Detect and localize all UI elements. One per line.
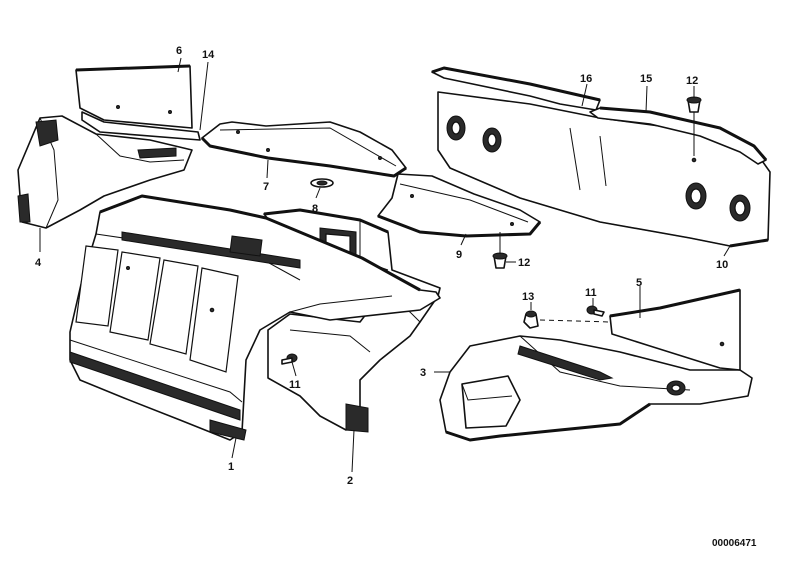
part-14-trim-strip [81,111,201,141]
part-1-folding-panel [69,194,441,441]
part-11-screw-right [586,305,605,317]
callout-9: 9 [456,249,462,261]
callout-15: 15 [640,73,652,85]
callout-8: 8 [312,203,318,215]
part-13-clip [523,310,611,329]
callout-11-left: 11 [289,379,301,391]
part-8-clip [310,178,334,188]
callout-4: 4 [35,257,42,269]
diagram-reference-number: 00006471 [712,538,757,549]
callout-3: 3 [420,367,426,379]
part-11-screw-left [281,353,298,365]
part-15-seal-strip [589,106,768,165]
callout-11-right: 11 [585,287,597,299]
part-5-trim-piece [609,288,741,371]
callout-16: 16 [580,73,592,85]
callout-12-lower: 12 [518,257,530,269]
callout-10: 10 [716,259,728,271]
callout-2: 2 [347,475,353,487]
callout-1: 1 [228,461,234,473]
part-9-floor-mat [377,173,542,238]
callout-12-top: 12 [686,75,698,87]
part-4-wheel-arch-trim [17,115,193,229]
part-12-clip-lower [492,232,508,269]
callout-5: 5 [636,277,642,289]
callout-labels: 6 14 4 7 8 9 12 10 16 15 12 5 11 13 3 1 … [35,45,728,487]
part-7-floor-mat [200,121,407,178]
callout-14: 14 [202,49,215,61]
callout-6: 6 [176,45,182,57]
callout-13: 13 [522,291,534,303]
part-3-wheel-arch-trim [439,335,753,442]
part-6-trim-panel [75,64,193,129]
callout-7: 7 [263,181,269,193]
leader-lines [39,57,731,473]
